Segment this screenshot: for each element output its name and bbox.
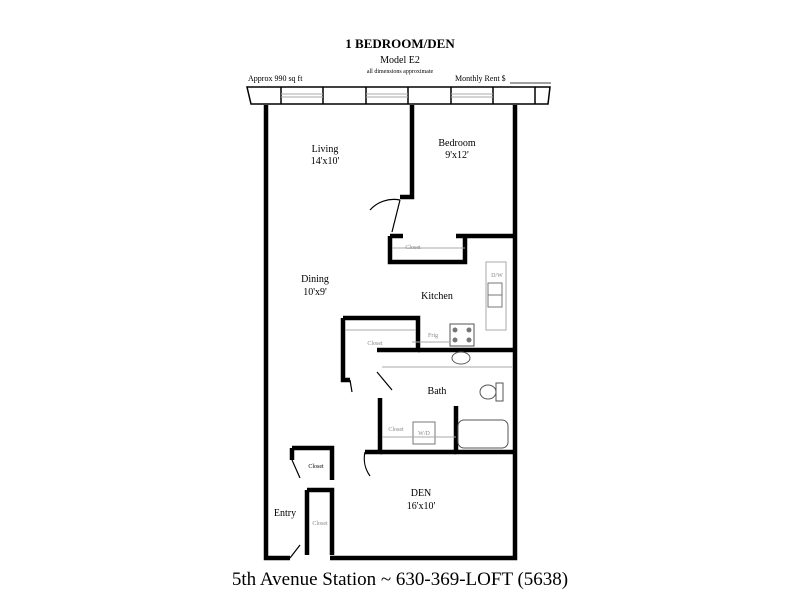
- doors: [289, 198, 401, 559]
- living-label: Living: [312, 144, 339, 155]
- bedroom-label: Bedroom: [438, 138, 475, 149]
- fridge-label: Frig: [428, 333, 438, 339]
- sink-icon: [451, 351, 471, 365]
- bathtub-icon: [457, 419, 509, 449]
- bath-closet-label: Closet: [388, 427, 404, 433]
- model-name: Model E2: [380, 55, 420, 66]
- washer-dryer-label: W/D: [418, 431, 430, 437]
- bath-label: Bath: [428, 386, 447, 397]
- walls: [263, 105, 518, 561]
- plan-title: 1 BEDROOM/DEN: [345, 36, 455, 51]
- den-size: 16'x10': [407, 501, 436, 512]
- rent-label: Monthly Rent $: [455, 74, 506, 83]
- footer-contact: 5th Avenue Station ~ 630-369-LOFT (5638): [232, 569, 568, 590]
- area-label: Approx 990 sq ft: [248, 74, 303, 83]
- living-size: 14'x10': [311, 156, 340, 167]
- dishwasher-label: D/W: [491, 273, 503, 279]
- kitchen-label: Kitchen: [421, 291, 453, 302]
- bedroom-size: 9'x12': [445, 150, 469, 161]
- entry-closet-label: Closet: [308, 464, 324, 470]
- dimensions-note: all dimensions approximate: [367, 69, 434, 75]
- dining-closet-label: Closet: [367, 341, 383, 347]
- den-label: DEN: [411, 488, 432, 499]
- fixtures: [345, 247, 512, 449]
- stove-icon: [449, 323, 475, 347]
- window-band: [246, 86, 551, 105]
- toilet-icon: [479, 384, 497, 400]
- bedroom-closet-label: Closet: [405, 245, 421, 251]
- den-closet-label: Closet: [312, 521, 328, 527]
- entry-label: Entry: [274, 508, 296, 519]
- dining-size: 10'x9': [303, 287, 327, 298]
- dining-label: Dining: [301, 274, 329, 285]
